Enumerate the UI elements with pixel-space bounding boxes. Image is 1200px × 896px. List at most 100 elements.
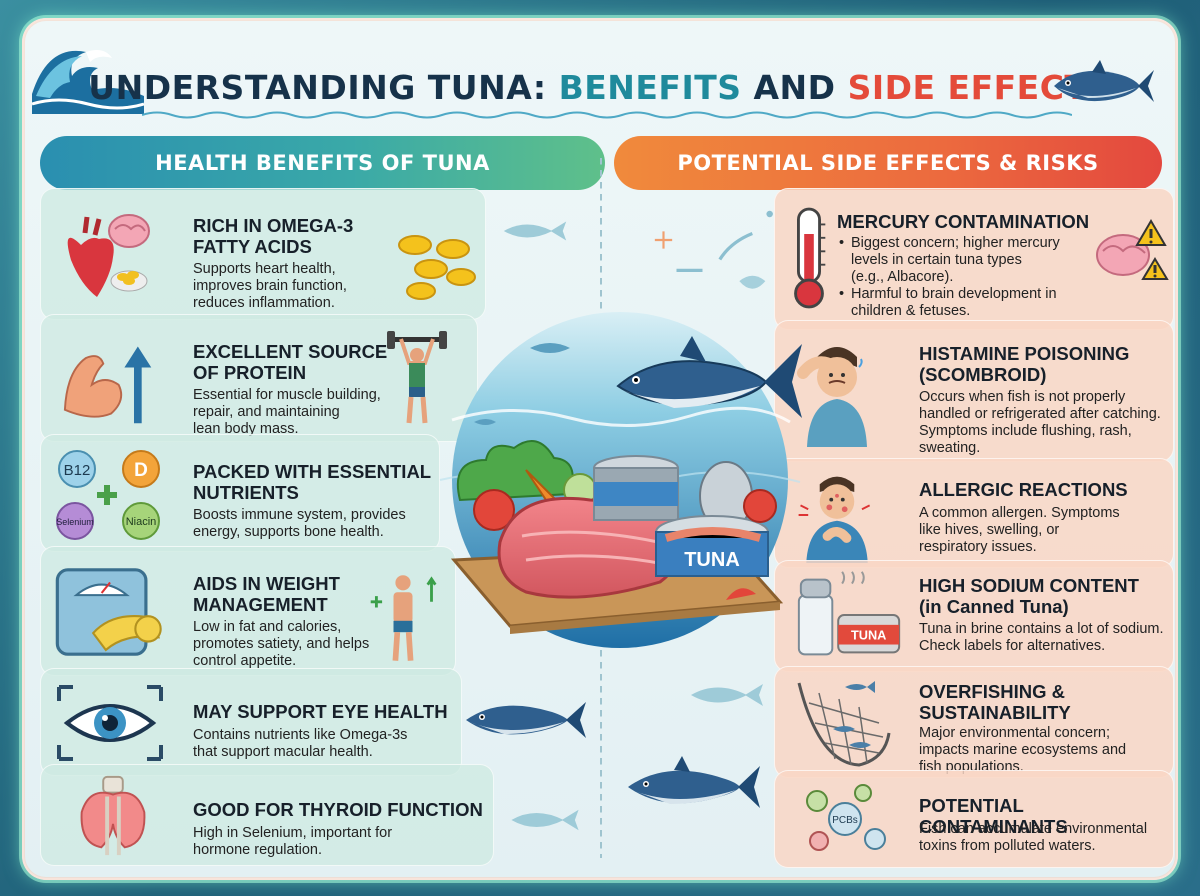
risk-title-line: OVERFISHING & [919, 681, 1065, 702]
benefit-text-line: energy, supports bone health. [193, 524, 384, 540]
vitamin-d-badge: D [134, 460, 148, 481]
benefit-card-eye: MAY SUPPORT EYE HEALTH Contains nutrient… [40, 668, 462, 776]
benefit-title-line: EXCELLENT SOURCE [193, 341, 388, 362]
heart-brain-omega3-icon [67, 214, 150, 297]
benefit-card-weight: AIDS IN WEIGHT MANAGEMENT Low in fat and… [40, 546, 456, 676]
risk-title: MERCURY CONTAMINATION [837, 211, 1089, 232]
swimming-fish-icon [511, 809, 579, 831]
risk-card-contaminants: PCBs POTENTIAL CONTAMINANTS Fish can acc… [774, 770, 1174, 868]
risk-text-line: sweating. [919, 440, 981, 456]
benefit-title-line: MAY SUPPORT EYE HEALTH [193, 701, 448, 722]
risk-text-line: Harmful to brain development in [851, 286, 1057, 302]
risk-text-line: Biggest concern; higher mercury [851, 235, 1060, 251]
risk-title-line: SUSTAINABILITY [919, 702, 1071, 723]
brain-warning-icon [1096, 219, 1169, 280]
risk-title-line: HISTAMINE POISONING [919, 343, 1130, 364]
infographic-frame: UNDERSTANDING TUNA: BENEFITS AND SIDE EF… [22, 18, 1178, 880]
risk-bullet: Harmful to brain development in children… [839, 286, 1060, 320]
risk-text-line: levels in certain tuna types [851, 252, 1022, 268]
risks-header: POTENTIAL SIDE EFFECTS & RISKS [614, 136, 1162, 190]
allergic-person-icon [798, 476, 871, 563]
risk-text-line: Symptoms include flushing, rash, [919, 423, 1132, 439]
risk-description: Tuna in brine contains a lot of sodium. … [919, 621, 1164, 655]
benefit-title: MAY SUPPORT EYE HEALTH [193, 701, 448, 722]
benefit-title-line: NUTRIENTS [193, 482, 299, 503]
risk-bullets: Biggest concern; higher mercury levels i… [839, 235, 1060, 320]
scale-tape-icon [55, 568, 162, 656]
ocean-wave-icon [31, 50, 145, 114]
tuna-fish-icon [616, 336, 802, 418]
risk-text-line: (e.g., Albacore). [851, 269, 954, 285]
weightlifter-icon [387, 331, 447, 424]
can-label: TUNA [851, 628, 886, 643]
benefit-title: PACKED WITH ESSENTIAL NUTRIENTS [193, 461, 431, 503]
benefit-card-omega3: RICH IN OMEGA-3 FATTY ACIDS Supports hea… [40, 188, 486, 320]
benefit-description: Essential for muscle building, repair, a… [193, 387, 381, 438]
sparkle-lines [654, 210, 773, 289]
sick-person-icon [797, 347, 867, 447]
benefit-description: High in Selenium, important for hormone … [193, 825, 392, 859]
risk-description: Major environmental concern; impacts mar… [919, 725, 1126, 776]
risk-text-line: respiratory issues. [919, 539, 1037, 555]
benefit-card-protein: EXCELLENT SOURCE OF PROTEIN Essential fo… [40, 314, 478, 442]
omega3-capsules-icon [398, 235, 476, 300]
risk-text-line: Fish can accumulate environmental [919, 821, 1148, 837]
risk-description: Occurs when fish is not properly handled… [919, 389, 1161, 457]
swimming-fish-icon [503, 221, 567, 241]
benefit-title-line: FATTY ACIDS [193, 236, 312, 257]
benefit-text-line: lean body mass. [193, 421, 299, 437]
selenium-badge: Selenium [56, 517, 94, 527]
risk-text-line: toxins from polluted waters. [919, 838, 1096, 854]
risk-bullet: Biggest concern; higher mercury levels i… [839, 235, 1060, 286]
benefit-description: Boosts immune system, provides energy, s… [193, 507, 406, 541]
thermometer-icon [794, 207, 826, 309]
benefit-title-line: MANAGEMENT [193, 594, 328, 615]
benefit-text-line: Boosts immune system, provides [193, 507, 406, 523]
salt-can-icon: TUNA [797, 571, 901, 656]
benefit-title-line: PACKED WITH ESSENTIAL [193, 461, 432, 482]
benefit-text-line: promotes satiety, and helps [193, 636, 370, 652]
benefit-title: RICH IN OMEGA-3 FATTY ACIDS [193, 215, 353, 257]
risk-title-line: (SCOMBROID) [919, 364, 1047, 385]
wave-divider [142, 111, 1072, 119]
risk-card-overfishing: OVERFISHING & SUSTAINABILITY Major envir… [774, 666, 1174, 778]
person-silhouette-icon [370, 575, 437, 661]
risk-title: HIGH SODIUM CONTENT (in Canned Tuna) [919, 575, 1139, 617]
risk-title: ALLERGIC REACTIONS [919, 479, 1128, 500]
benefit-title-line: RICH IN OMEGA-3 [193, 215, 354, 236]
title-part-and: AND [741, 68, 848, 107]
risk-text-line: impacts marine ecosystems and [919, 742, 1127, 758]
benefit-text-line: Supports heart health, [193, 261, 336, 277]
risk-text-line: Check labels for alternatives. [919, 638, 1106, 654]
risk-description: A common allergen. Symptoms like hives, … [919, 505, 1120, 556]
benefit-text-line: improves brain function, [193, 278, 347, 294]
eye-icon [57, 685, 163, 761]
risk-description: Fish can accumulate environmental toxins… [919, 821, 1147, 855]
benefit-text-line: High in Selenium, important for [193, 825, 393, 841]
benefit-description: Low in fat and calories, promotes satiet… [193, 619, 369, 670]
tuna-food-illustration: TUNA [439, 312, 802, 648]
risk-text-line: A common allergen. Symptoms [919, 505, 1120, 521]
tuna-fish-icon [628, 756, 760, 808]
benefit-title-line: AIDS IN WEIGHT [193, 573, 340, 594]
benefit-title-line: OF PROTEIN [193, 362, 307, 383]
risk-text-line: Major environmental concern; [919, 725, 1111, 741]
benefit-text-line: Low in fat and calories, [193, 619, 342, 635]
risk-title-line: MERCURY CONTAMINATION [837, 211, 1090, 232]
risk-text-line: children & fetuses. [851, 303, 971, 319]
risk-title-line: ALLERGIC REACTIONS [919, 479, 1128, 500]
risk-title: POTENTIAL CONTAMINANTS [919, 795, 1173, 837]
benefit-title: EXCELLENT SOURCE OF PROTEIN [193, 341, 387, 383]
can-label: TUNA [684, 549, 740, 571]
benefit-description: Contains nutrients like Omega-3s that su… [193, 727, 407, 761]
risk-card-mercury: MERCURY CONTAMINATION Biggest concern; h… [774, 188, 1174, 330]
benefit-text-line: control appetite. [193, 653, 297, 669]
fishing-net-icon [797, 681, 891, 767]
vitamins-icon: B12 D Selenium Niacin [56, 450, 160, 540]
risk-text-line: Occurs when fish is not properly [919, 389, 1126, 405]
benefit-title-line: GOOD FOR THYROID FUNCTION [193, 799, 483, 820]
vitamin-b12-badge: B12 [64, 462, 91, 479]
risk-card-sodium: TUNA HIGH SODIUM CONTENT (in Canned Tuna… [774, 560, 1174, 672]
benefit-text-line: that support macular health. [193, 744, 373, 760]
benefit-text-line: repair, and maintaining [193, 404, 340, 420]
